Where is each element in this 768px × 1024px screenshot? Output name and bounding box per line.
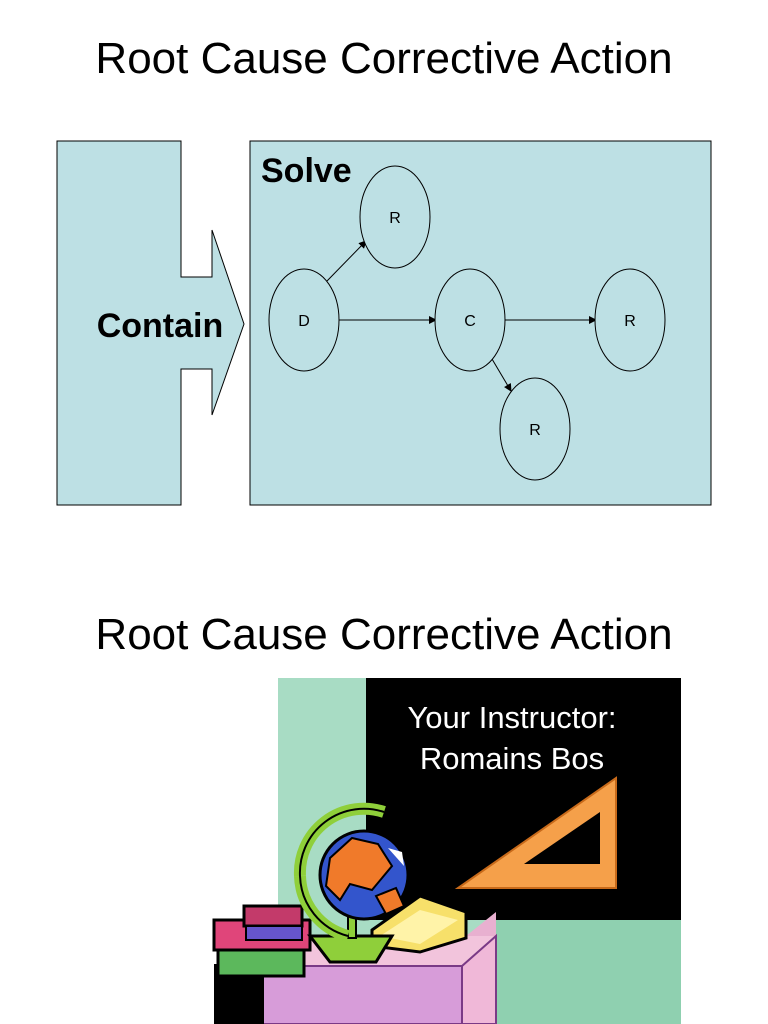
slide2-title: Root Cause Corrective Action	[95, 610, 673, 659]
node-d-label: D	[298, 313, 310, 330]
contain-arrow-shape	[56, 140, 245, 506]
node-r-right-label: R	[624, 313, 636, 330]
node-c	[434, 268, 506, 372]
node-r-top	[359, 165, 431, 269]
node-c-label: C	[464, 313, 476, 330]
wall-lower-right	[495, 920, 681, 1024]
node-r-bottom-label: R	[529, 422, 541, 439]
node-r-bottom	[499, 377, 571, 481]
connector-d-to-r-top	[326, 240, 367, 282]
instructor-line-2: Romains Bos	[419, 741, 605, 776]
connector-c-to-r-bottom	[491, 358, 512, 392]
set-square-icon	[454, 776, 617, 889]
globe-icon	[293, 802, 410, 964]
books-icon	[212, 904, 312, 1024]
instructor-caption: Your Instructor: Romains Bos	[372, 697, 652, 779]
node-r-right	[594, 268, 666, 372]
slide1-title: Root Cause Corrective Action	[95, 34, 673, 83]
desk-icon	[257, 912, 497, 1024]
instructor-line-1: Your Instructor:	[407, 700, 617, 735]
node-d	[268, 268, 340, 372]
node-r-top-label: R	[389, 210, 401, 227]
classroom-clipart	[212, 678, 681, 1024]
solve-label: Solve	[261, 152, 352, 190]
contain-label: Contain	[97, 307, 224, 345]
